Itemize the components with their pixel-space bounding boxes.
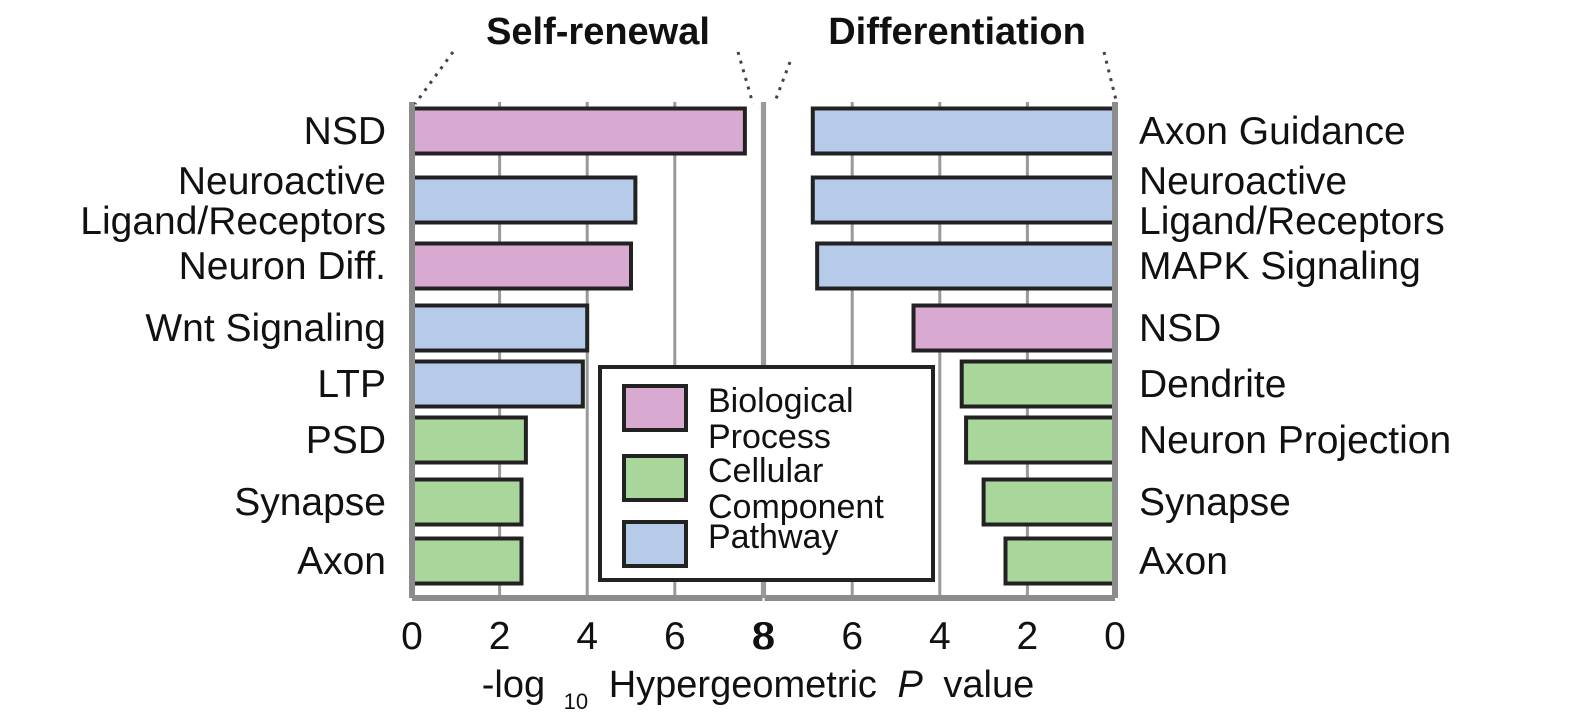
bar-self-renewal-1	[410, 175, 638, 225]
bar-self-renewal-4	[410, 359, 585, 409]
x-tick-label-self-renewal-4: 4	[576, 615, 598, 658]
category-label-self-renewal-0-0: NSD	[304, 110, 386, 153]
x-tick-label-differentiation-0: 0	[1104, 615, 1126, 658]
bar-differentiation-0	[810, 106, 1118, 156]
category-label-self-renewal-7-0: Axon	[297, 540, 386, 583]
x-tick-label-differentiation-8: 8	[754, 615, 776, 658]
title-connector-right-a	[772, 61, 792, 105]
bar-self-renewal-5	[410, 415, 528, 465]
category-label-differentiation-3-0: NSD	[1139, 307, 1221, 350]
axes	[409, 102, 1118, 601]
category-label-self-renewal-4-0: LTP	[317, 363, 386, 406]
category-label-differentiation-1-0: Neuroactive	[1139, 160, 1347, 203]
legend-label-2-0: Pathway	[708, 518, 838, 556]
bar-self-renewal-7	[410, 536, 524, 586]
bar-differentiation-1	[810, 175, 1118, 225]
legend-label-1-0: Cellular	[708, 452, 823, 490]
bar-differentiation-4	[959, 359, 1118, 409]
x-tick-label-differentiation-6: 6	[841, 615, 863, 658]
title-connector-right-b	[1102, 51, 1119, 105]
panel-title-self-renewal: Self-renewal	[486, 11, 710, 53]
bar-differentiation-2	[815, 241, 1117, 291]
category-label-self-renewal-3-0: Wnt Signaling	[145, 307, 386, 350]
category-label-differentiation-2-0: MAPK Signaling	[1139, 245, 1421, 288]
bar-differentiation-7	[1003, 536, 1117, 586]
legend-swatch-1	[622, 454, 688, 502]
bar-differentiation-5	[964, 415, 1118, 465]
category-label-differentiation-5-0: Neuron Projection	[1139, 419, 1451, 462]
bar-self-renewal-6	[410, 477, 524, 527]
x-axis-label-prefix: -log	[482, 664, 545, 706]
x-tick-label-self-renewal-8: 8	[752, 615, 774, 658]
x-axis-label-middle: Hypergeometric	[609, 664, 877, 706]
bar-self-renewal-2	[410, 241, 633, 291]
legend-swatch-2	[622, 520, 688, 568]
category-label-differentiation-6-0: Synapse	[1139, 481, 1291, 524]
category-label-self-renewal-6-0: Synapse	[234, 481, 386, 524]
title-connector-left-a	[413, 51, 455, 105]
category-label-differentiation-4-0: Dendrite	[1139, 363, 1286, 406]
panel-title-differentiation: Differentiation	[828, 11, 1086, 53]
category-label-self-renewal-5-0: PSD	[306, 419, 386, 462]
category-label-self-renewal-1-1: Ligand/Receptors	[80, 200, 386, 243]
x-tick-label-differentiation-2: 2	[1017, 615, 1039, 658]
x-tick-label-self-renewal-6: 6	[664, 615, 686, 658]
legend-label-0-0: Biological	[708, 382, 854, 420]
category-label-differentiation-0-0: Axon Guidance	[1139, 110, 1406, 153]
bar-differentiation-6	[981, 477, 1117, 527]
x-tick-label-self-renewal-2: 2	[489, 615, 511, 658]
legend-label-1-1: Component	[708, 488, 884, 526]
legend-swatch-0	[622, 384, 688, 432]
x-axis-label-p: P	[898, 664, 924, 706]
category-label-self-renewal-2-0: Neuron Diff.	[179, 245, 386, 288]
category-label-differentiation-1-1: Ligand/Receptors	[1139, 200, 1445, 243]
bar-self-renewal-3	[410, 303, 590, 353]
x-axis-label-subscript: 10	[564, 689, 588, 714]
x-axis-label: -log 10 Hypergeometric P value	[482, 664, 1035, 718]
x-axis-label-suffix: value	[943, 664, 1034, 706]
title-connector-left-b	[736, 51, 755, 105]
legend-label-0-1: Process	[708, 418, 831, 456]
bar-self-renewal-0	[410, 106, 747, 156]
bars	[410, 106, 1118, 586]
x-tick-label-differentiation-4: 4	[929, 615, 951, 658]
category-label-self-renewal-1-0: Neuroactive	[178, 160, 386, 203]
bar-differentiation-3	[911, 303, 1118, 353]
category-label-differentiation-7-0: Axon	[1139, 540, 1228, 583]
legend: BiologicalProcessCellularComponentPathwa…	[598, 365, 935, 582]
x-tick-label-self-renewal-0: 0	[401, 615, 423, 658]
